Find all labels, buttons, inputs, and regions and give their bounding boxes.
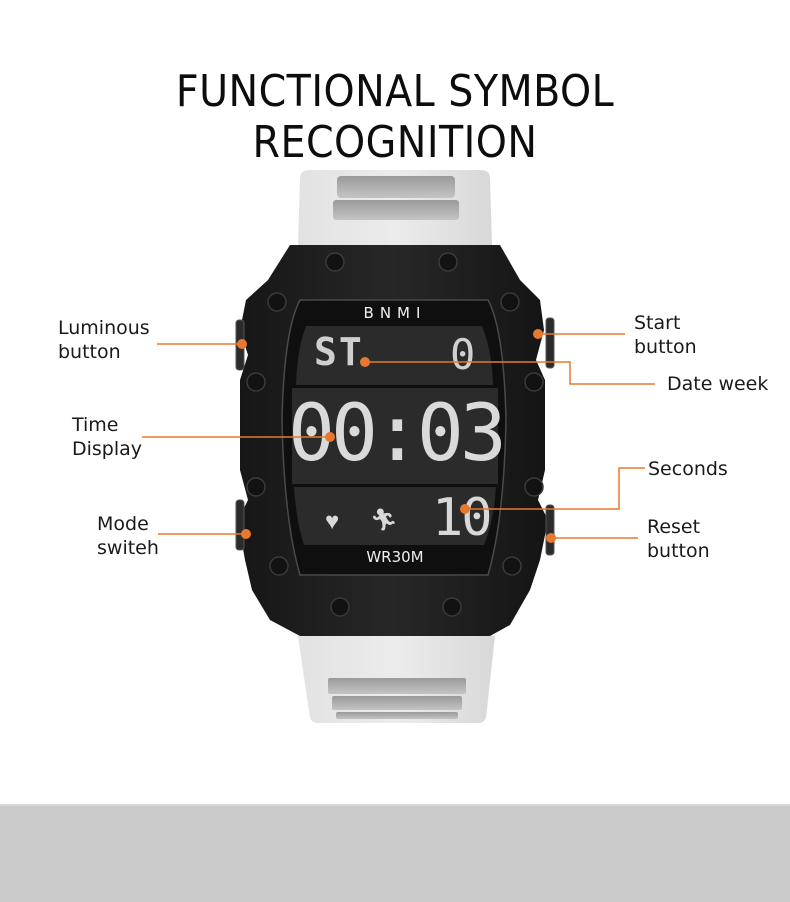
bottom-band	[0, 804, 790, 902]
callout-start-button: Start button	[634, 312, 697, 358]
callout-luminous-button: Luminous button	[58, 317, 150, 363]
water-resistance-label: WR30M	[366, 548, 424, 566]
callout-mode-switch: Mode switeh	[97, 513, 159, 559]
callout-seconds: Seconds	[648, 458, 728, 480]
running-man-icon: 🏃︎	[370, 507, 398, 532]
heart-rate-icon: ♥	[325, 508, 340, 535]
watch-illustration	[235, 170, 555, 723]
brand-logo: BNMI	[363, 304, 427, 322]
strap-top	[298, 170, 492, 245]
lcd-main-time: 00:03	[288, 389, 507, 479]
callout-lines	[142, 329, 655, 543]
callout-date-week: Date week	[667, 373, 769, 395]
strap-bottom	[298, 636, 495, 723]
lcd-date: 0	[450, 330, 476, 379]
lcd-seconds: 10	[432, 488, 493, 548]
lcd-weekday: ST	[314, 330, 364, 374]
callout-reset-button: Reset button	[647, 516, 710, 562]
callout-time-display: Time Display	[72, 414, 143, 460]
page-title: FUNCTIONAL SYMBOL RECOGNITION	[175, 66, 615, 168]
